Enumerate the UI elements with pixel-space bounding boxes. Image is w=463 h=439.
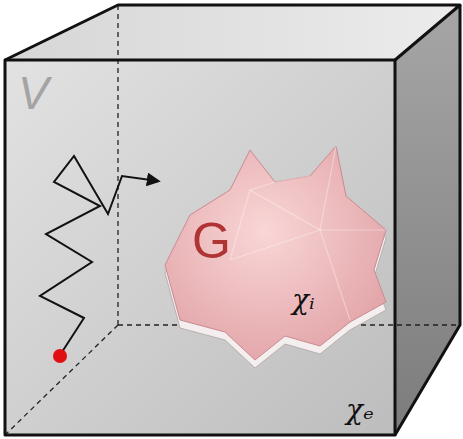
particle-dot	[53, 349, 67, 363]
blob-facet	[250, 190, 320, 230]
top-face	[5, 5, 460, 60]
interior-susceptibility: χᵢ	[292, 286, 315, 314]
right-face	[395, 5, 460, 435]
front-face	[5, 60, 395, 435]
blob-facet	[275, 176, 310, 182]
region-blob: Gχᵢ	[160, 140, 392, 368]
blob-facet	[230, 190, 250, 260]
blob-facet	[250, 182, 275, 190]
volume-label: V	[18, 70, 49, 116]
cube-edges	[5, 5, 460, 435]
blob-facet	[230, 230, 320, 260]
blob-surface	[165, 146, 386, 360]
blob-facet	[320, 230, 350, 320]
region-label: G	[192, 216, 231, 266]
blob-facet	[320, 146, 336, 230]
blob-facet	[320, 229, 386, 230]
random-walk	[40, 156, 158, 352]
hidden-edges	[5, 5, 460, 435]
exterior-susceptibility: χₑ	[346, 396, 374, 424]
